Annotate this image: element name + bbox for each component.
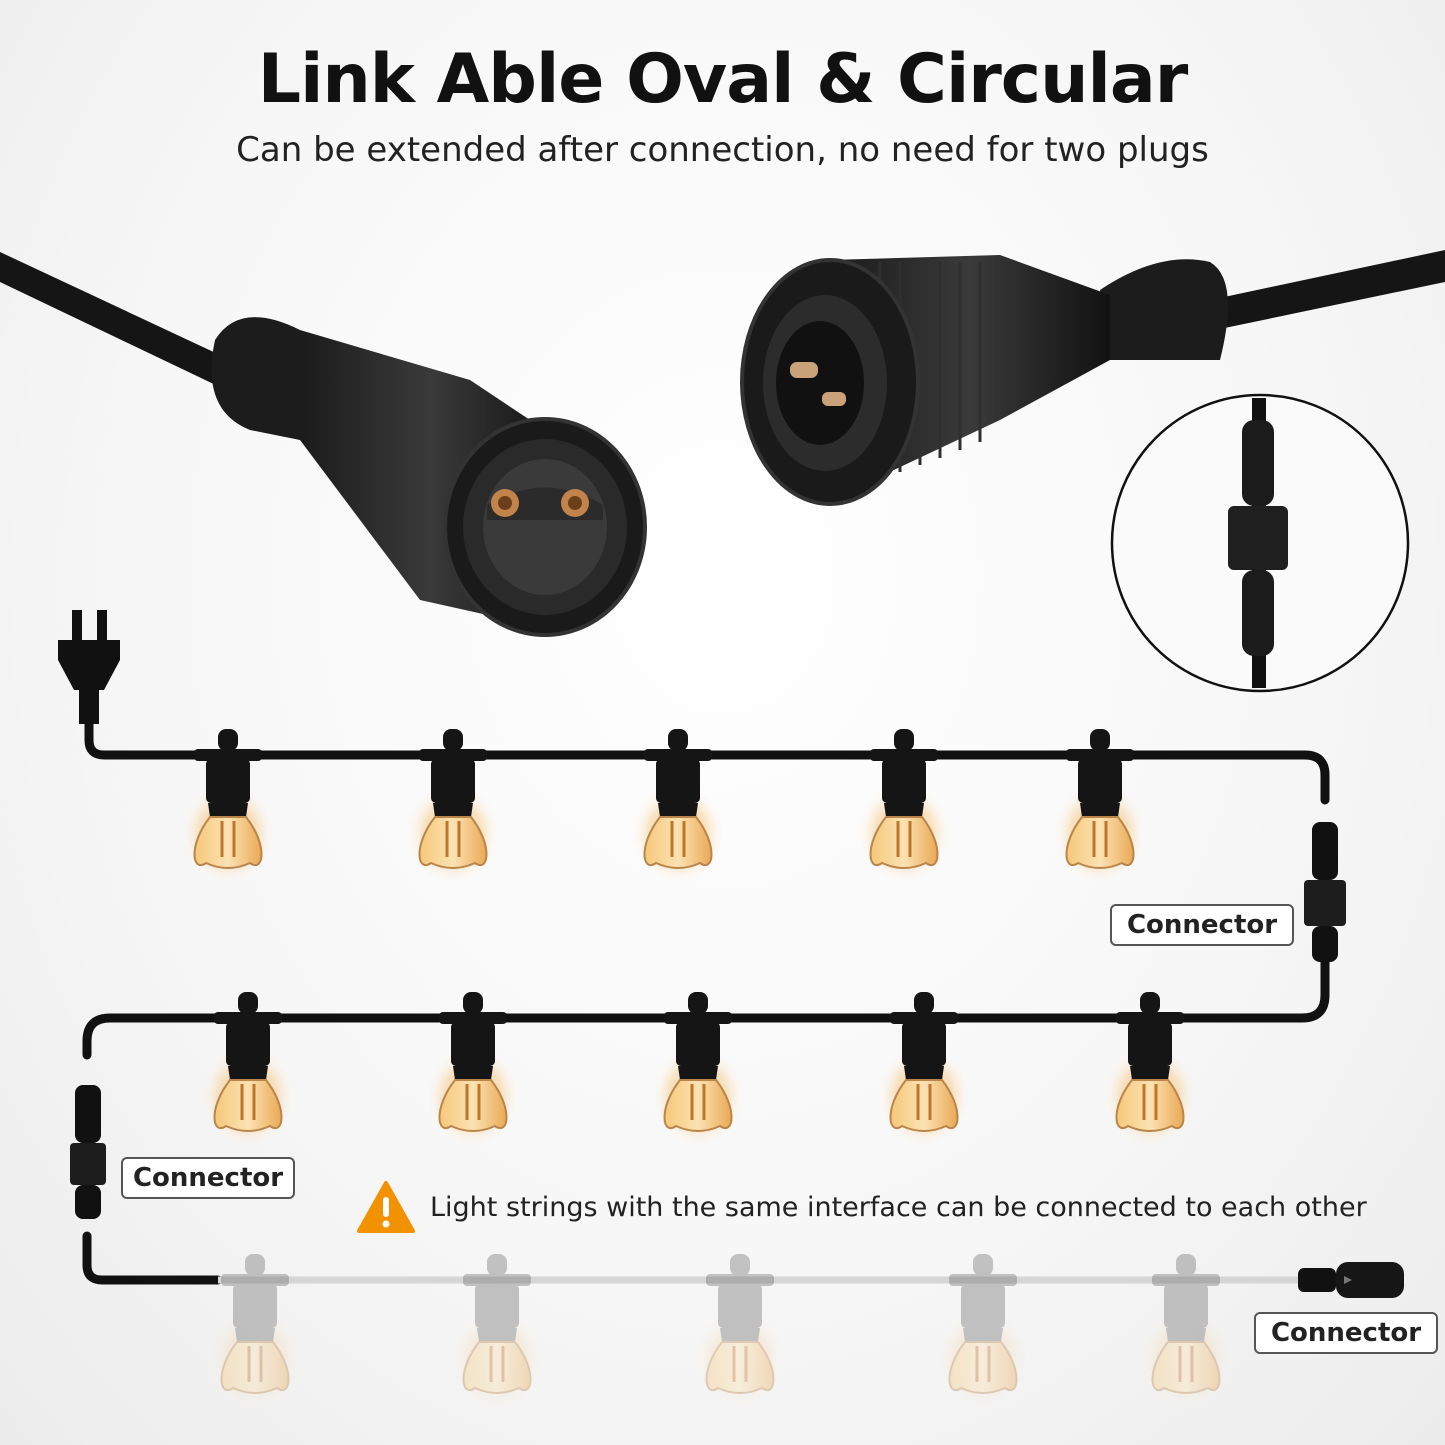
male-connector	[740, 250, 1445, 506]
page-title: Link Able Oval & Circular	[257, 40, 1189, 119]
bulb	[180, 729, 276, 885]
bulb	[200, 992, 296, 1148]
female-connector	[0, 252, 647, 637]
bulb	[1102, 992, 1198, 1148]
bulb	[405, 729, 501, 885]
power-plug-icon	[58, 610, 120, 724]
bulb-rows	[180, 729, 1234, 1410]
bulb	[1138, 1254, 1234, 1410]
page-subtitle: Can be extended after connection, no nee…	[236, 130, 1209, 170]
bulb	[650, 992, 746, 1148]
bulb	[630, 729, 726, 885]
bulb	[1052, 729, 1148, 885]
connector-label-left: Connector	[121, 1157, 295, 1199]
compatibility-notice-text: Light strings with the same interface ca…	[430, 1191, 1367, 1223]
end-connector	[1298, 1262, 1404, 1298]
bulb	[876, 992, 972, 1148]
warning-icon	[357, 1181, 415, 1233]
connector-label-end: Connector	[1254, 1312, 1438, 1354]
inline-connector-right	[1304, 822, 1346, 962]
bulb	[425, 992, 521, 1148]
bulb	[692, 1254, 788, 1410]
bulb	[935, 1254, 1031, 1410]
connector-label-right: Connector	[1110, 904, 1294, 946]
compatibility-notice: Light strings with the same interface ca…	[356, 1178, 1416, 1236]
inline-connector-left	[70, 1085, 106, 1219]
bulb	[449, 1254, 545, 1410]
connection-zoom-circle	[1110, 393, 1410, 693]
bulb	[856, 729, 952, 885]
bulb	[207, 1254, 303, 1410]
